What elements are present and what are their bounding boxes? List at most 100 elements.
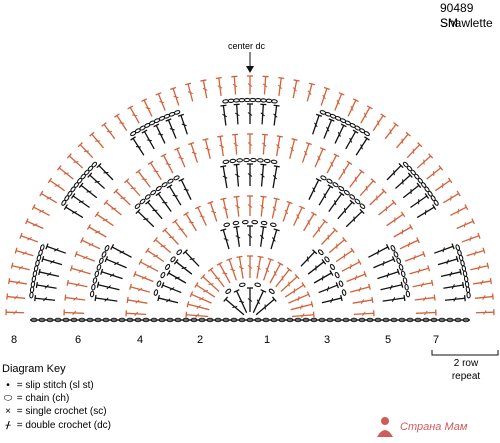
row6-dc-top bbox=[319, 147, 326, 151]
row7-chain-9 bbox=[402, 161, 409, 168]
row3-chain-3 bbox=[329, 263, 335, 271]
row8-dc-bar bbox=[307, 90, 312, 95]
row6-dc-top bbox=[358, 168, 365, 174]
row-number-8: 8 bbox=[10, 334, 18, 346]
row8-dc-top bbox=[486, 262, 490, 269]
watermark-text: Страна Мам bbox=[400, 421, 468, 433]
row7-chain-7 bbox=[233, 98, 240, 103]
row3-chain-1 bbox=[260, 220, 268, 226]
row8-dc-top bbox=[101, 122, 107, 127]
double-crochet-icon: ᚋ bbox=[5, 420, 11, 431]
row6-dc-top bbox=[94, 211, 100, 218]
foundation-chain bbox=[166, 317, 174, 323]
foundation-chain bbox=[190, 317, 198, 323]
row5-chain-6 bbox=[326, 178, 333, 184]
row5-dc-bar bbox=[323, 193, 327, 199]
row7-dc-top bbox=[153, 123, 160, 128]
row3-dc-top bbox=[273, 228, 280, 232]
foundation-chain bbox=[94, 317, 102, 323]
row3-dc-top bbox=[160, 282, 165, 289]
row6-dc-top bbox=[174, 147, 181, 151]
row5-chain-7 bbox=[390, 245, 396, 252]
row7-dc-top bbox=[340, 123, 347, 128]
row6-dc-bar bbox=[354, 176, 357, 182]
row8-dc-bar bbox=[83, 150, 90, 152]
chain-icon: ⬭ bbox=[3, 393, 13, 404]
row6-dc-top bbox=[103, 199, 109, 206]
row8-dc-top bbox=[447, 177, 453, 184]
row8-dc-bar bbox=[15, 280, 21, 285]
repeat-note-line1: 2 row bbox=[453, 358, 479, 369]
row7-chain-5 bbox=[243, 97, 251, 103]
row6-dc-bar bbox=[88, 242, 94, 247]
row4-dc-top bbox=[138, 258, 143, 265]
row3-dc-bar bbox=[169, 287, 175, 291]
row2-dc-bar bbox=[265, 267, 270, 273]
row3-dc-bar bbox=[189, 258, 195, 260]
row5-dc-bar bbox=[344, 207, 347, 214]
row8-dc-bar bbox=[463, 222, 466, 228]
row7-dc-bar bbox=[247, 112, 253, 116]
row4-dc-bar bbox=[160, 245, 166, 248]
row8-dc-bar bbox=[27, 237, 32, 241]
row3-dc-top bbox=[260, 225, 267, 229]
row4-dc-bar bbox=[307, 219, 311, 225]
row4-dc-top bbox=[194, 205, 201, 210]
row-number-2: 2 bbox=[196, 334, 204, 346]
row7-dc-bar bbox=[169, 128, 175, 131]
row8-dc-top bbox=[380, 113, 386, 118]
row8-dc-top bbox=[278, 76, 285, 80]
row5-dc-top bbox=[359, 208, 365, 215]
row6-dc-top bbox=[74, 251, 78, 258]
row6-dc-bar bbox=[330, 161, 334, 167]
row2-dc-bar bbox=[288, 281, 290, 287]
row7-dc-top bbox=[45, 243, 49, 250]
row2-dc-bar bbox=[238, 266, 244, 270]
row5-chain-5 bbox=[396, 257, 402, 265]
row4-dc-top bbox=[162, 227, 168, 233]
row4-dc-bar bbox=[188, 221, 194, 224]
row4-dc-top bbox=[172, 218, 178, 224]
foundation-chain bbox=[174, 317, 182, 323]
row5-dc-bar bbox=[109, 273, 115, 278]
row7-dc-top bbox=[96, 162, 102, 169]
row8-dc-bar bbox=[32, 223, 38, 227]
row7-dc-top bbox=[432, 204, 437, 211]
foundation-chain bbox=[198, 317, 206, 323]
row7-dc-bar bbox=[46, 272, 52, 277]
foundation-chain bbox=[310, 317, 318, 323]
row5-chain-2 bbox=[161, 182, 168, 188]
foundation-chain bbox=[118, 317, 126, 323]
row6-dc-top bbox=[381, 188, 387, 194]
row4-dc-bar bbox=[349, 264, 352, 270]
row7-chain-8 bbox=[29, 286, 35, 294]
row7-chain-0 bbox=[271, 99, 278, 104]
foundation-chain bbox=[126, 317, 134, 323]
row1-dc-bar bbox=[232, 305, 238, 309]
row7-dc-top bbox=[177, 113, 185, 117]
row2-dc-bar bbox=[230, 268, 236, 272]
row8-dc-top bbox=[39, 190, 44, 197]
row7-chain-6 bbox=[238, 97, 246, 103]
foundation-chain bbox=[134, 317, 142, 323]
row5-dc-top bbox=[135, 208, 141, 215]
foundation-chain bbox=[334, 317, 342, 323]
foundation-chain bbox=[318, 317, 326, 323]
row1-dc-top bbox=[223, 296, 229, 302]
foundation-chain bbox=[110, 317, 118, 323]
foundation-chain bbox=[158, 317, 166, 323]
row6-dc-bar bbox=[342, 168, 346, 174]
foundation-chain bbox=[366, 317, 374, 323]
row5-chain-6 bbox=[229, 158, 237, 164]
row8-dc-bar bbox=[262, 83, 268, 88]
row6-dc-top bbox=[217, 135, 224, 138]
row5-dc-top bbox=[349, 199, 355, 205]
foundation-chain bbox=[406, 317, 414, 323]
row4-dc-bar bbox=[135, 299, 140, 304]
key-chain-text: = chain (ch) bbox=[16, 393, 70, 404]
row8-dc-bar bbox=[217, 85, 223, 89]
row5-dc-top bbox=[166, 184, 173, 189]
row3-chain-1 bbox=[170, 256, 176, 263]
row8-dc-top bbox=[10, 262, 14, 269]
foundation-chain bbox=[254, 317, 262, 323]
